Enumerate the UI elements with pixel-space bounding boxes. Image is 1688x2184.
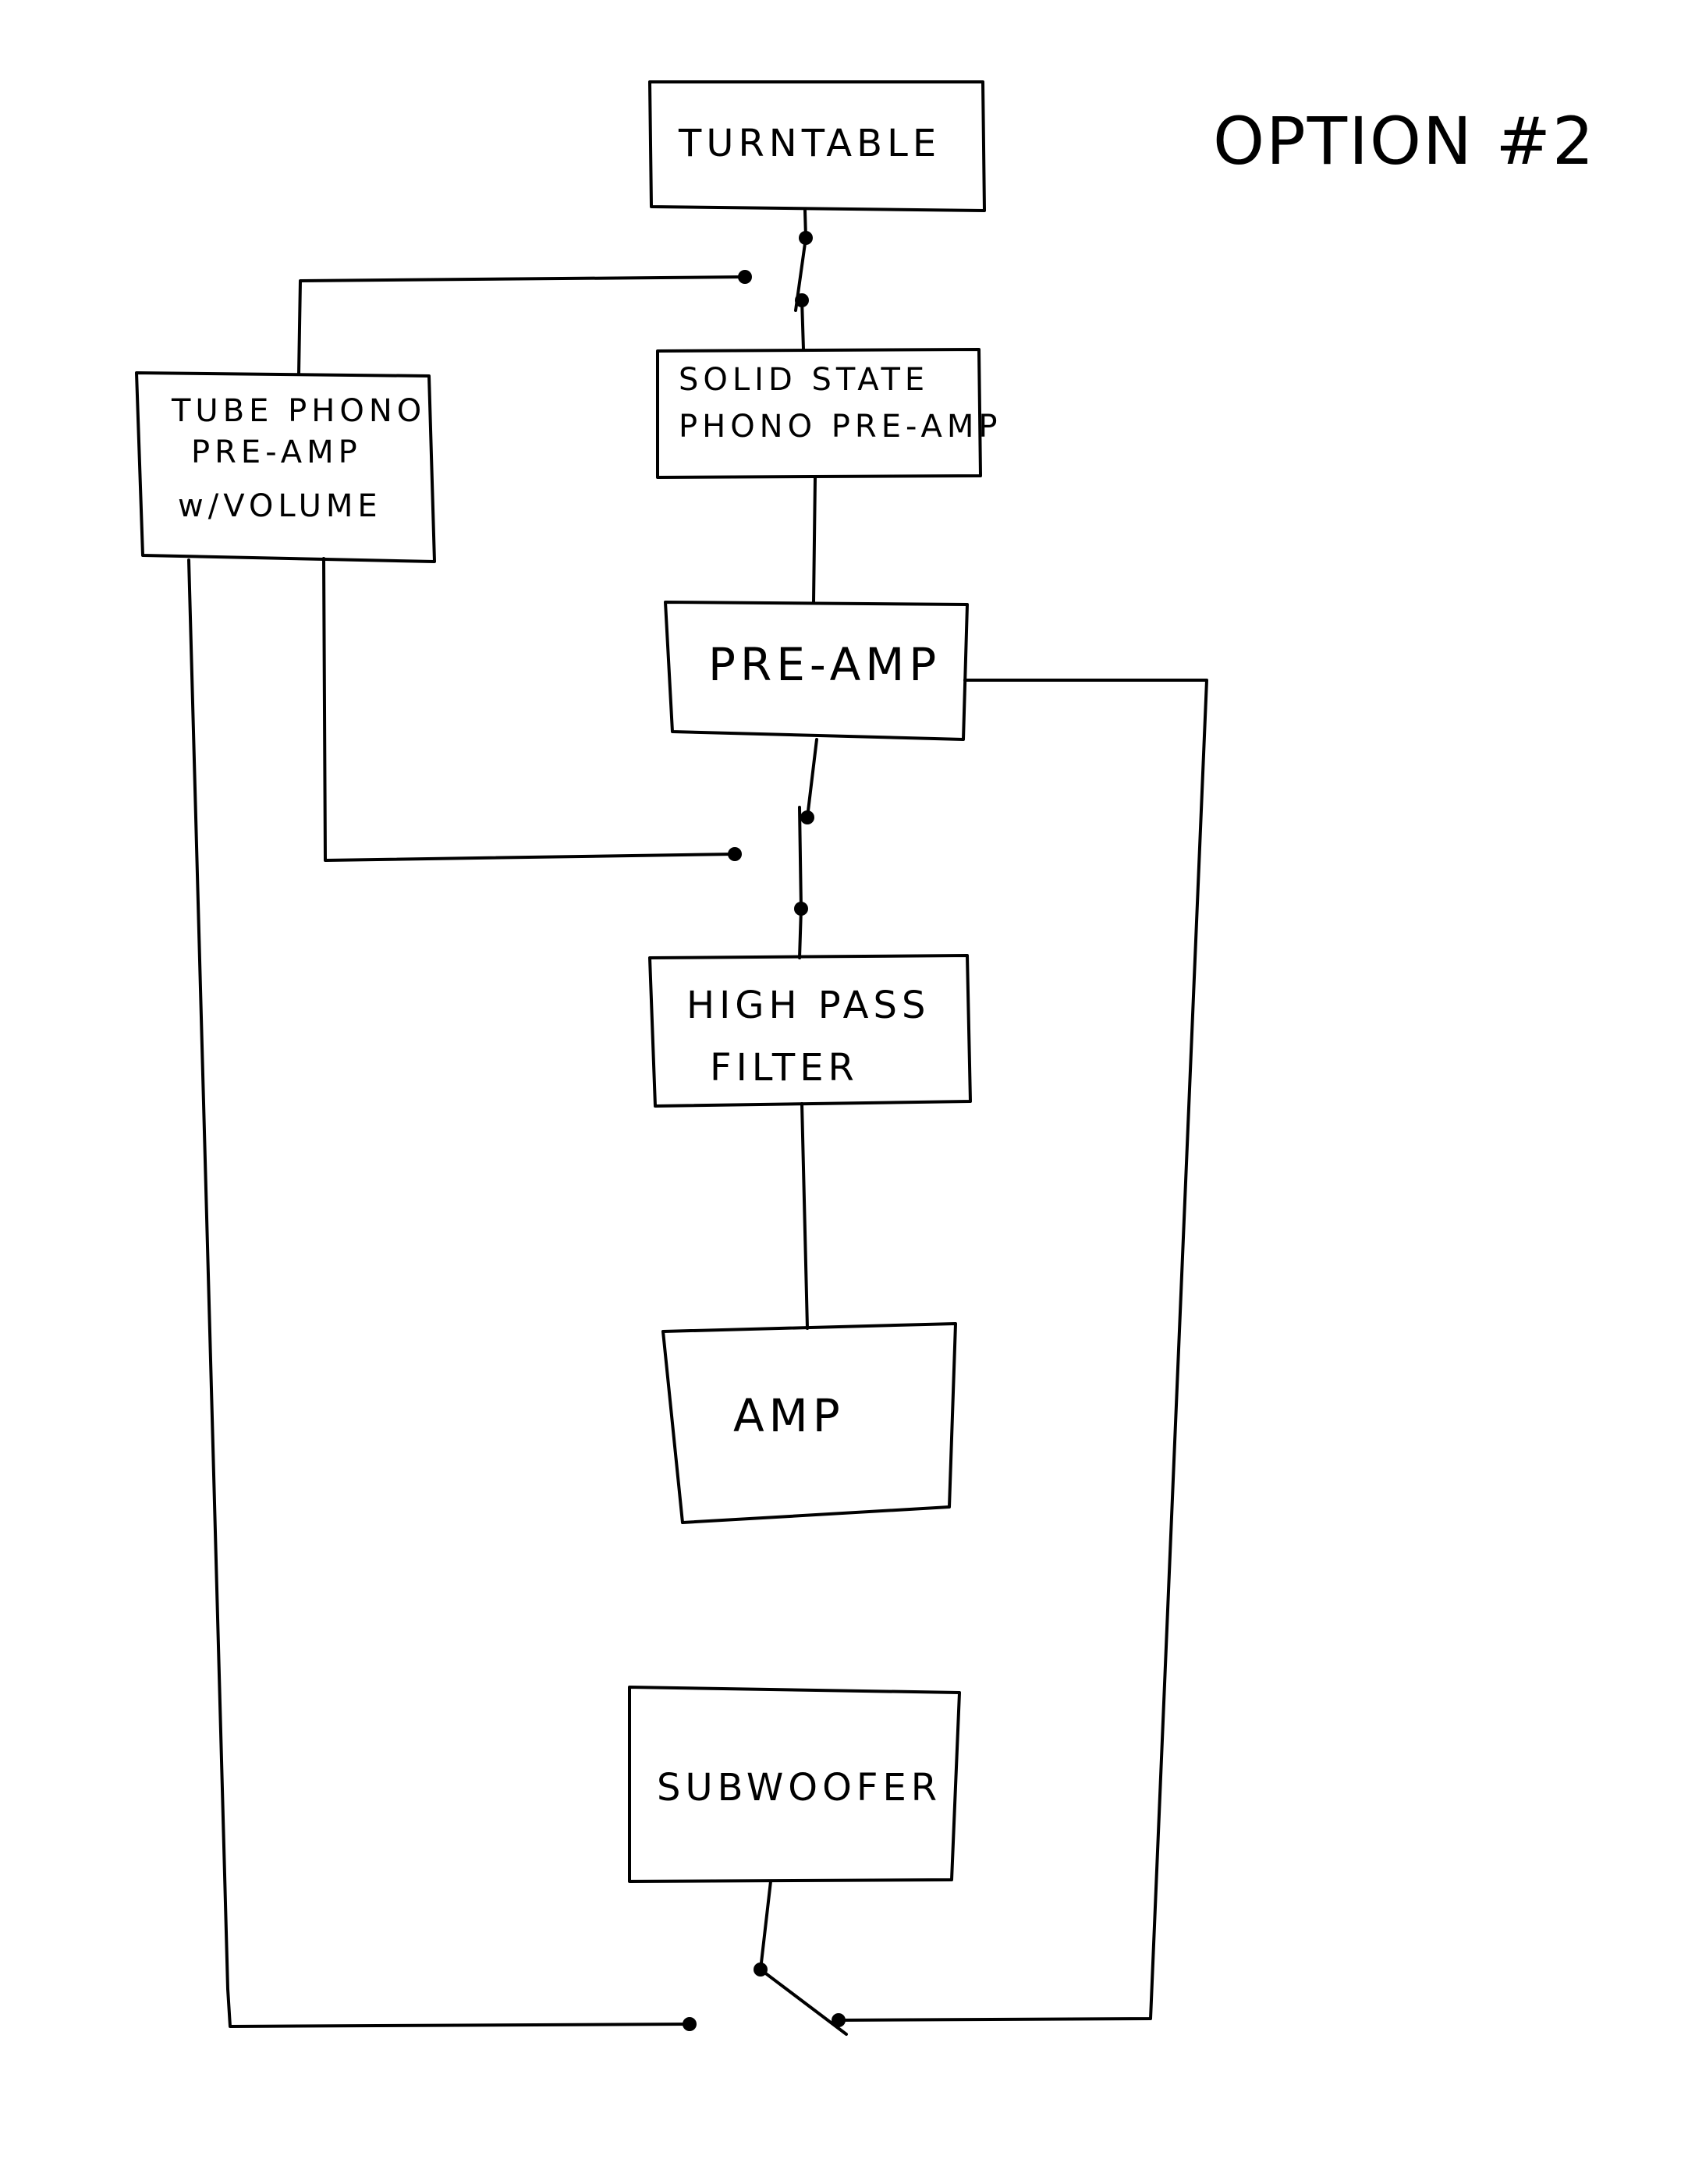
- wire-tube-preamp-to-sub-switch: [187, 558, 691, 2028]
- hpf-label-line2: FILTER: [710, 1046, 859, 1090]
- switch2-output-dot: [794, 902, 808, 916]
- wire-tube-preamp-to-switch2: [322, 557, 736, 862]
- wire-preamp-to-sub-switch: [837, 679, 1208, 2022]
- switch3-pivot-dot: [754, 1962, 768, 1977]
- wire-preamp-to-switch2: [806, 738, 818, 819]
- preamp-label: PRE-AMP: [708, 638, 941, 691]
- switch2-lever: [798, 806, 803, 910]
- tube-preamp-label-line1: TUBE PHONO: [171, 393, 426, 429]
- wire-solid-state-to-preamp: [812, 476, 817, 604]
- turntable-label: TURNTABLE: [678, 122, 941, 165]
- wire-switch1-to-solid-state: [800, 299, 805, 351]
- subwoofer-block: SUBWOOFER: [628, 1686, 961, 1883]
- switch1-pivot-dot: [799, 231, 813, 245]
- solid-state-label-line2: PHONO PRE-AMP: [679, 409, 1002, 445]
- switch3-contact-preamp-dot: [832, 2013, 846, 2027]
- wire-subwoofer-to-switch3: [759, 1880, 772, 1971]
- amp-block: AMP: [661, 1322, 957, 1524]
- wire-switch2-to-hpf: [798, 907, 803, 959]
- subwoofer-label: SUBWOOFER: [657, 1766, 942, 1810]
- solid-state-label-line1: SOLID STATE: [679, 362, 929, 398]
- amp-label: AMP: [733, 1389, 845, 1442]
- switch2-pivot-dot: [800, 810, 814, 824]
- turntable-block: TURNTABLE: [648, 80, 986, 212]
- diagram-title: OPTION #2: [1213, 103, 1595, 179]
- tube-preamp-label-line2: PRE-AMP: [191, 434, 362, 470]
- solid-state-phono-preamp-block: SOLID STATE PHONO PRE-AMP: [656, 348, 1002, 479]
- tube-phono-preamp-block: TUBE PHONO PRE-AMP w/VOLUME: [135, 371, 436, 563]
- tube-preamp-label-line3: w/VOLUME: [178, 488, 382, 524]
- preamp-block: PRE-AMP: [664, 601, 969, 741]
- switch1-contact-solid-state-dot: [795, 293, 809, 307]
- switch3-lever: [759, 1968, 848, 2036]
- high-pass-filter-block: HIGH PASS FILTER: [648, 954, 972, 1108]
- hpf-label-line1: HIGH PASS: [686, 984, 930, 1027]
- switch2-contact-tube-dot: [728, 847, 742, 861]
- switch3-contact-tube-dot: [683, 2017, 697, 2031]
- switch1-contact-tube-dot: [738, 270, 752, 284]
- wire-switch1-to-tube-preamp: [297, 275, 746, 376]
- wire-hpf-to-amp: [800, 1102, 809, 1330]
